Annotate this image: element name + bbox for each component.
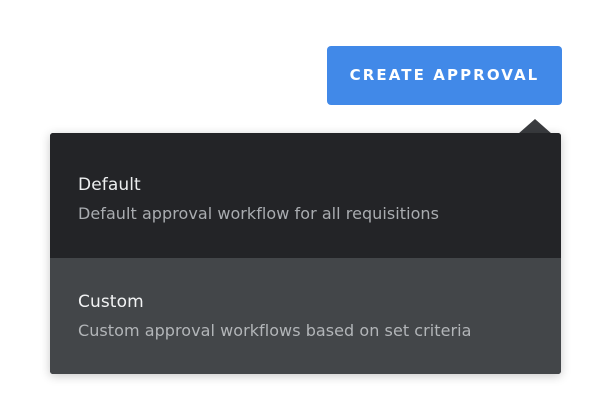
approval-type-dropdown-menu: Default Default approval workflow for al… xyxy=(50,133,561,374)
caret-up-icon xyxy=(518,119,552,134)
dropdown-item-custom-title: Custom xyxy=(78,291,144,312)
dropdown-item-default[interactable]: Default Default approval workflow for al… xyxy=(50,133,561,258)
dropdown-item-default-description: Default approval workflow for all requis… xyxy=(78,204,439,224)
dropdown-item-default-title: Default xyxy=(78,175,141,196)
dropdown-item-custom-description: Custom approval workflows based on set c… xyxy=(78,320,472,340)
dropdown-item-custom[interactable]: Custom Custom approval workflows based o… xyxy=(50,258,561,374)
create-approval-button[interactable]: CREATE APPROVAL xyxy=(327,46,562,105)
